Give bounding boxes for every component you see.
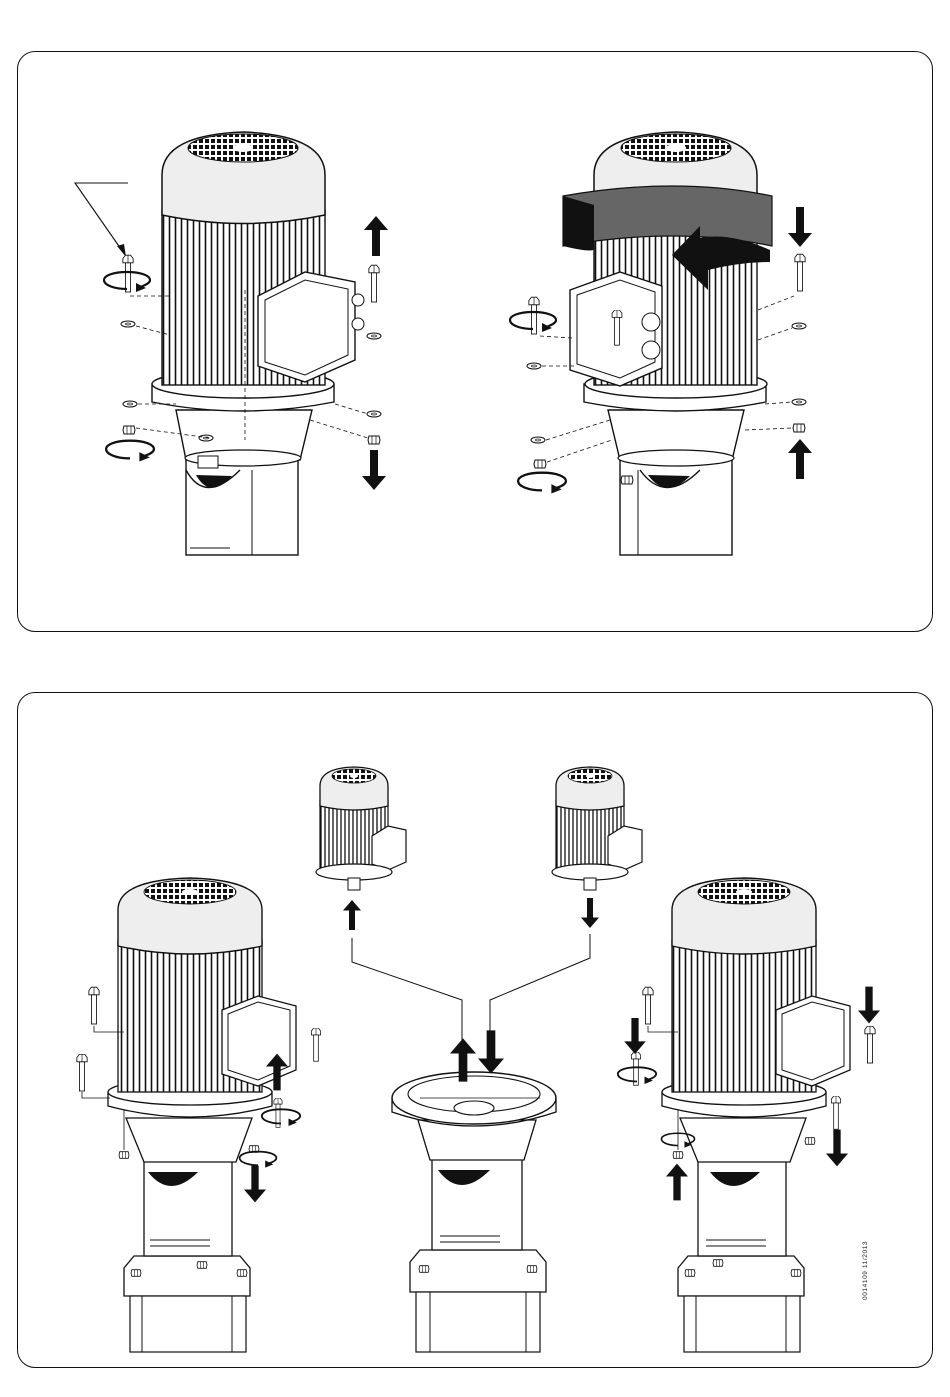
bare-pump-adapter [392,1030,556,1352]
small-motor-lifted [316,767,406,930]
motor-rotated-view [510,132,812,555]
connector-lines [352,934,590,1040]
small-motor-lowered [552,767,642,928]
pump-with-motor-left [77,878,321,1352]
pump-with-motor-right [618,878,880,1352]
motor-removal-view [75,132,388,555]
document-code: 0014109 11/2013 [862,1240,876,1300]
